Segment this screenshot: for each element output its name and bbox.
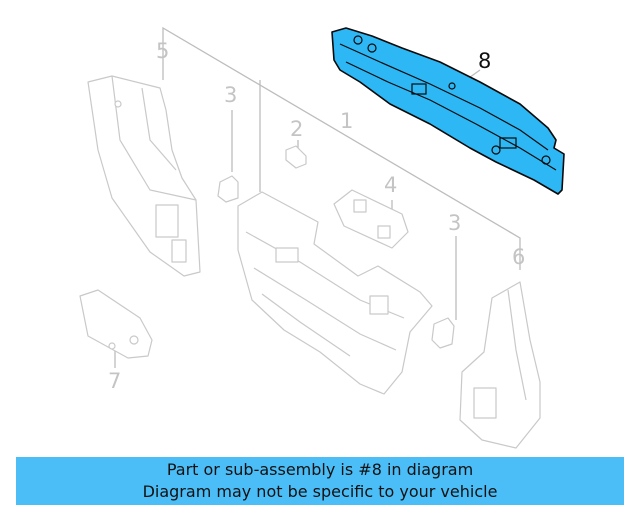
part-3-clip-lower (431, 317, 455, 349)
callout-1: 1 (340, 109, 353, 133)
callout-5: 5 (156, 39, 169, 63)
part-8-cowl-panel-highlighted (331, 27, 565, 195)
callout-6: 6 (512, 245, 525, 269)
leader-lines (114, 26, 521, 368)
callout-2: 2 (290, 117, 303, 141)
part-4-bracket-plate (333, 189, 409, 249)
caption-line-1: Part or sub-assembly is #8 in diagram (166, 460, 474, 479)
callout-8: 8 (478, 49, 491, 73)
part-7-small-bracket (79, 289, 153, 359)
callout-3-lower: 3 (448, 211, 461, 235)
part-6-right-pillar (459, 281, 541, 449)
caption-line-2: Diagram may not be specific to your vehi… (142, 482, 498, 501)
callout-7: 7 (108, 369, 121, 393)
part-5-left-pillar (87, 75, 201, 277)
part-1-dash-panel (237, 191, 433, 395)
callout-4: 4 (384, 173, 397, 197)
part-2-bracket (285, 145, 307, 169)
caption-banner: Part or sub-assembly is #8 in diagram Di… (16, 457, 624, 505)
callout-3-upper: 3 (224, 83, 237, 107)
callout-labels: 5 3 2 1 4 3 6 7 8 (108, 39, 525, 393)
part-3-clip-upper (217, 175, 239, 203)
